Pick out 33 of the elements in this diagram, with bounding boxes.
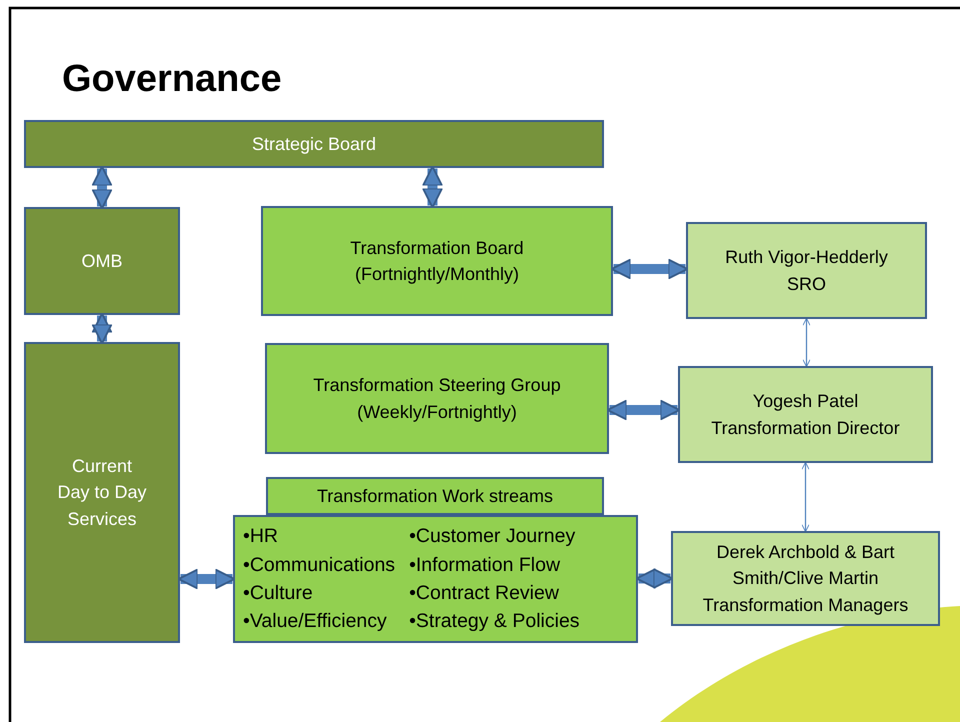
list-item: •Information Flow — [409, 552, 562, 578]
header-box — [266, 477, 604, 515]
block-arrow — [92, 166, 112, 210]
board-box — [24, 207, 180, 315]
list-item: •Value/Efficiency — [243, 609, 388, 634]
list-item: •Strategy & Policies — [409, 609, 580, 634]
list-item: •Culture — [243, 581, 314, 606]
list-item: •Communications — [243, 552, 396, 578]
box-label: Current Day to Day Services — [56, 455, 148, 531]
role-box — [686, 222, 927, 319]
block-arrow — [92, 312, 112, 344]
box-label: Ruth Vigor-Hedderly SRO — [724, 246, 889, 296]
group-box — [265, 343, 609, 454]
box-label: Derek Archbold & Bart Smith/Clive Martin Transformation Managers — [702, 541, 910, 617]
workstream-box — [233, 515, 638, 643]
slide-title: Governance — [62, 58, 282, 101]
board-box — [261, 206, 613, 316]
box-label: Transformation Board (Fortnightly/Monthly) — [349, 236, 525, 286]
services-box — [24, 342, 180, 643]
role-box — [678, 366, 933, 463]
box-label: OMB — [81, 250, 122, 273]
list-item: •Contract Review — [409, 581, 560, 606]
list-item: •Customer Journey — [409, 524, 576, 550]
role-box — [671, 531, 940, 626]
box-label: Strategic Board — [252, 132, 376, 156]
list-item: •HR — [243, 524, 279, 550]
box-label: Transformation Work streams — [316, 484, 554, 508]
arrow — [802, 318, 810, 368]
box-label: Transformation Steering Group (Weekly/Fortnightly) — [312, 374, 562, 424]
arrow — [802, 462, 810, 532]
box-label: Yogesh Patel Transformation Director — [710, 390, 901, 440]
block-arrow — [422, 166, 443, 208]
board-box — [24, 120, 604, 168]
